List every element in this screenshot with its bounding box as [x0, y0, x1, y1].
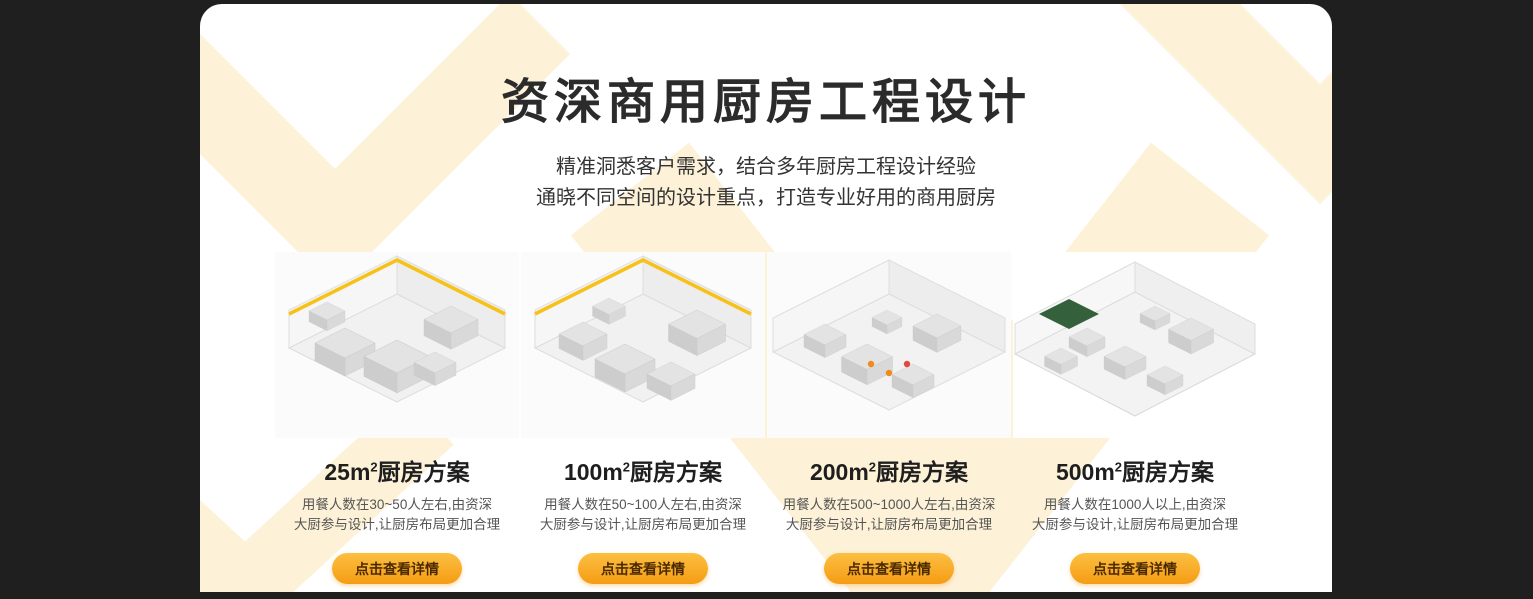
section-subtitle: 精准洞悉客户需求，结合多年厨房工程设计经验 通晓不同空间的设计重点，打造专业好用… — [200, 152, 1332, 214]
kitchen-render-image-500 — [1013, 252, 1257, 438]
plan-card-title: 500m2厨房方案 — [1055, 459, 1215, 485]
content-panel: 资深商用厨房工程设计 精准洞悉客户需求，结合多年厨房工程设计经验 通晓不同空间的… — [200, 4, 1332, 592]
plan-card-title: 100m2厨房方案 — [563, 459, 723, 485]
section-subtitle-line2: 通晓不同空间的设计重点，打造专业好用的商用厨房 — [536, 187, 996, 209]
section-content: 资深商用厨房工程设计 精准洞悉客户需求，结合多年厨房工程设计经验 通晓不同空间的… — [200, 62, 1332, 592]
plan-card-description: 用餐人数在50~100人左右,由资深 大厨参与设计,让厨房布局更加合理 — [539, 497, 747, 532]
kitchen-render-image-200 — [767, 252, 1011, 438]
plan-cards: 25m2厨房方案 用餐人数在30~50人左右,由资深 大厨参与设计,让厨房布局更… — [200, 252, 1332, 592]
kitchen-render-image-25 — [275, 252, 519, 438]
plan-card-title: 25m2厨房方案 — [324, 459, 470, 485]
plan-card-200: 200m2厨房方案 用餐人数在500~1000人左右,由资深 大厨参与设计,让厨… — [767, 252, 1011, 592]
plan-card-description: 用餐人数在500~1000人左右,由资深 大厨参与设计,让厨房布局更加合理 — [782, 497, 996, 532]
plan-card-500: 500m2厨房方案 用餐人数在1000人以上,由资深 大厨参与设计,让厨房布局更… — [1013, 252, 1257, 592]
view-details-button[interactable]: 点击查看详情 — [332, 553, 462, 584]
view-details-button[interactable]: 点击查看详情 — [824, 553, 954, 584]
section-subtitle-line1: 精准洞悉客户需求，结合多年厨房工程设计经验 — [556, 156, 976, 178]
section-title: 资深商用厨房工程设计 — [500, 76, 1031, 129]
view-details-button[interactable]: 点击查看详情 — [1070, 553, 1200, 584]
plan-card-25: 25m2厨房方案 用餐人数在30~50人左右,由资深 大厨参与设计,让厨房布局更… — [275, 252, 519, 592]
view-details-button[interactable]: 点击查看详情 — [578, 553, 708, 584]
kitchen-render-image-100 — [521, 252, 765, 438]
plan-card-100: 100m2厨房方案 用餐人数在50~100人左右,由资深 大厨参与设计,让厨房布… — [521, 252, 765, 592]
plan-card-title: 200m2厨房方案 — [809, 459, 969, 485]
plan-card-description: 用餐人数在30~50人左右,由资深 大厨参与设计,让厨房布局更加合理 — [293, 497, 501, 532]
plan-card-description: 用餐人数在1000人以上,由资深 大厨参与设计,让厨房布局更加合理 — [1031, 497, 1239, 532]
